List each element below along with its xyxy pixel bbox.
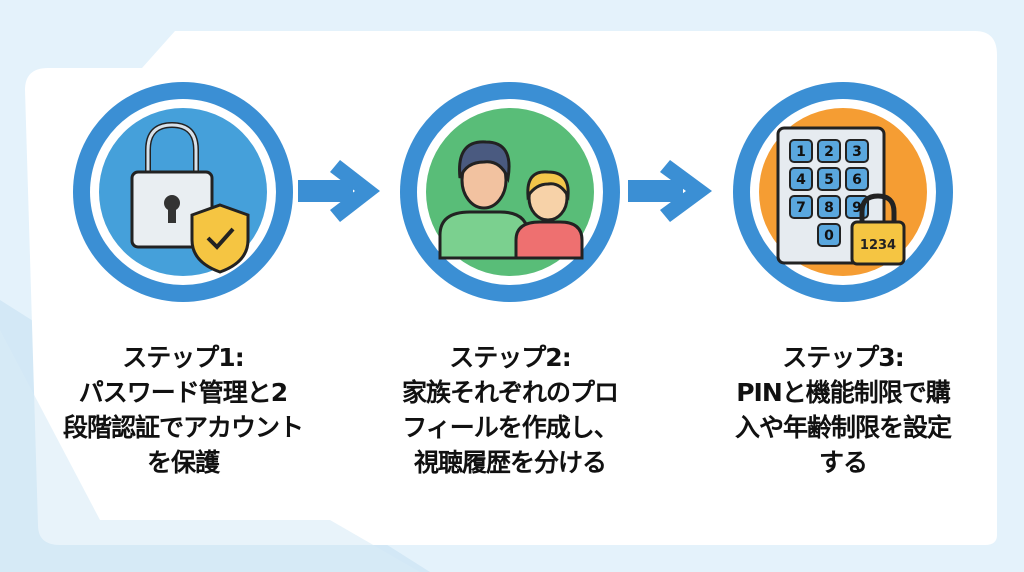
svg-text:3: 3 bbox=[852, 144, 862, 160]
svg-text:9: 9 bbox=[852, 200, 862, 216]
keypad-key: 4 bbox=[789, 167, 813, 191]
svg-text:5: 5 bbox=[824, 172, 834, 188]
step-title: ステップ2: bbox=[449, 343, 571, 372]
keypad-key: 5 bbox=[817, 167, 841, 191]
keypad-key: 7 bbox=[789, 195, 813, 219]
step-text-line: 視聴履歴を分ける bbox=[413, 448, 607, 477]
step-text-line: する bbox=[818, 448, 868, 477]
panel-shadow-shape bbox=[0, 330, 420, 572]
step-title: ステップ1: bbox=[122, 343, 244, 372]
step-title: ステップ3: bbox=[782, 343, 904, 372]
svg-text:4: 4 bbox=[796, 172, 806, 188]
step-text-line: 家族それぞれのプロ bbox=[401, 378, 619, 407]
step-1-circle bbox=[73, 82, 293, 302]
svg-text:6: 6 bbox=[852, 172, 862, 188]
keypad-key: 1 bbox=[789, 139, 813, 163]
step-text-line: パスワード管理と2 bbox=[78, 378, 288, 407]
keypad-key: 8 bbox=[817, 195, 841, 219]
keypad-key: 3 bbox=[845, 139, 869, 163]
svg-text:1: 1 bbox=[796, 144, 806, 160]
step-3-label: ステップ3: PINと機能制限で購 入や年齢制限を設定 する bbox=[693, 340, 993, 480]
pin-label: 1234 bbox=[860, 238, 896, 253]
keypad-key: 6 bbox=[845, 167, 869, 191]
arrow-icon bbox=[298, 160, 380, 222]
svg-text:0: 0 bbox=[824, 228, 834, 244]
arrow-icon bbox=[628, 160, 712, 222]
step-1-label: ステップ1: パスワード管理と2 段階認証でアカウント を保護 bbox=[33, 340, 333, 480]
step-text-line: PINと機能制限で購 bbox=[736, 378, 951, 407]
family-profiles-icon bbox=[438, 140, 584, 260]
step-2-circle bbox=[400, 82, 620, 302]
lock-shield-icon bbox=[130, 121, 250, 274]
step-text-line: フィールを作成し、 bbox=[402, 413, 619, 442]
step-text-line: 入や年齢制限を設定 bbox=[734, 413, 952, 442]
svg-text:7: 7 bbox=[796, 200, 806, 216]
step-2-label: ステップ2: 家族それぞれのプロ フィールを作成し、 視聴履歴を分ける bbox=[360, 340, 660, 480]
step-text-line: を保護 bbox=[146, 448, 220, 477]
svg-text:8: 8 bbox=[824, 200, 834, 216]
keypad-key: 0 bbox=[817, 223, 841, 247]
step-text-line: 段階認証でアカウント bbox=[62, 413, 304, 442]
svg-text:2: 2 bbox=[824, 144, 834, 160]
keypad-key: 2 bbox=[817, 139, 841, 163]
